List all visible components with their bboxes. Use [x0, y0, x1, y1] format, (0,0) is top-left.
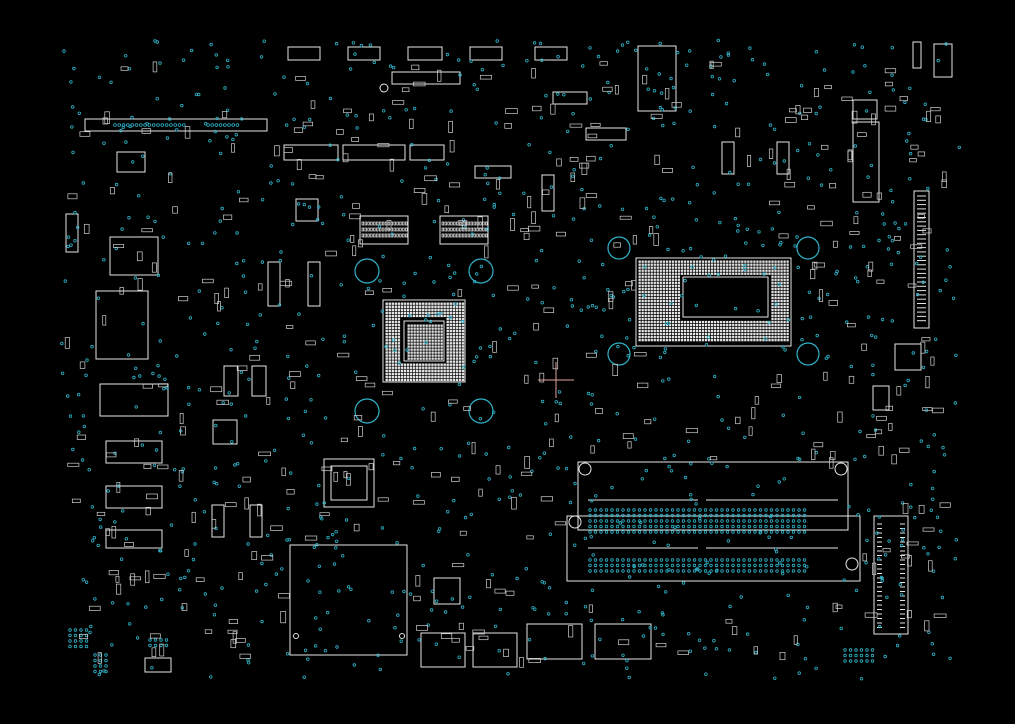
usb-port-2[interactable] [472, 632, 518, 668]
misc-parts [144, 127, 922, 673]
pch-bga[interactable] [382, 299, 466, 383]
vias-layer [60, 38, 961, 681]
cursor-crosshair [538, 362, 574, 398]
top-connector-row [287, 45, 677, 112]
usb-port-1[interactable] [420, 632, 466, 668]
sodimm-slot-bottom[interactable] [566, 515, 861, 582]
left-connectors [65, 151, 169, 549]
lan-port[interactable] [526, 623, 652, 660]
card-reader[interactable] [289, 544, 408, 656]
edge-connector-right[interactable] [913, 190, 930, 329]
ec-chip[interactable] [323, 458, 375, 508]
cpu-bga[interactable] [635, 257, 792, 347]
smd-components-layer [64, 60, 951, 668]
top-right-connectors [852, 41, 953, 203]
m2-slot-right[interactable] [873, 515, 909, 635]
memory-modules [283, 144, 489, 245]
